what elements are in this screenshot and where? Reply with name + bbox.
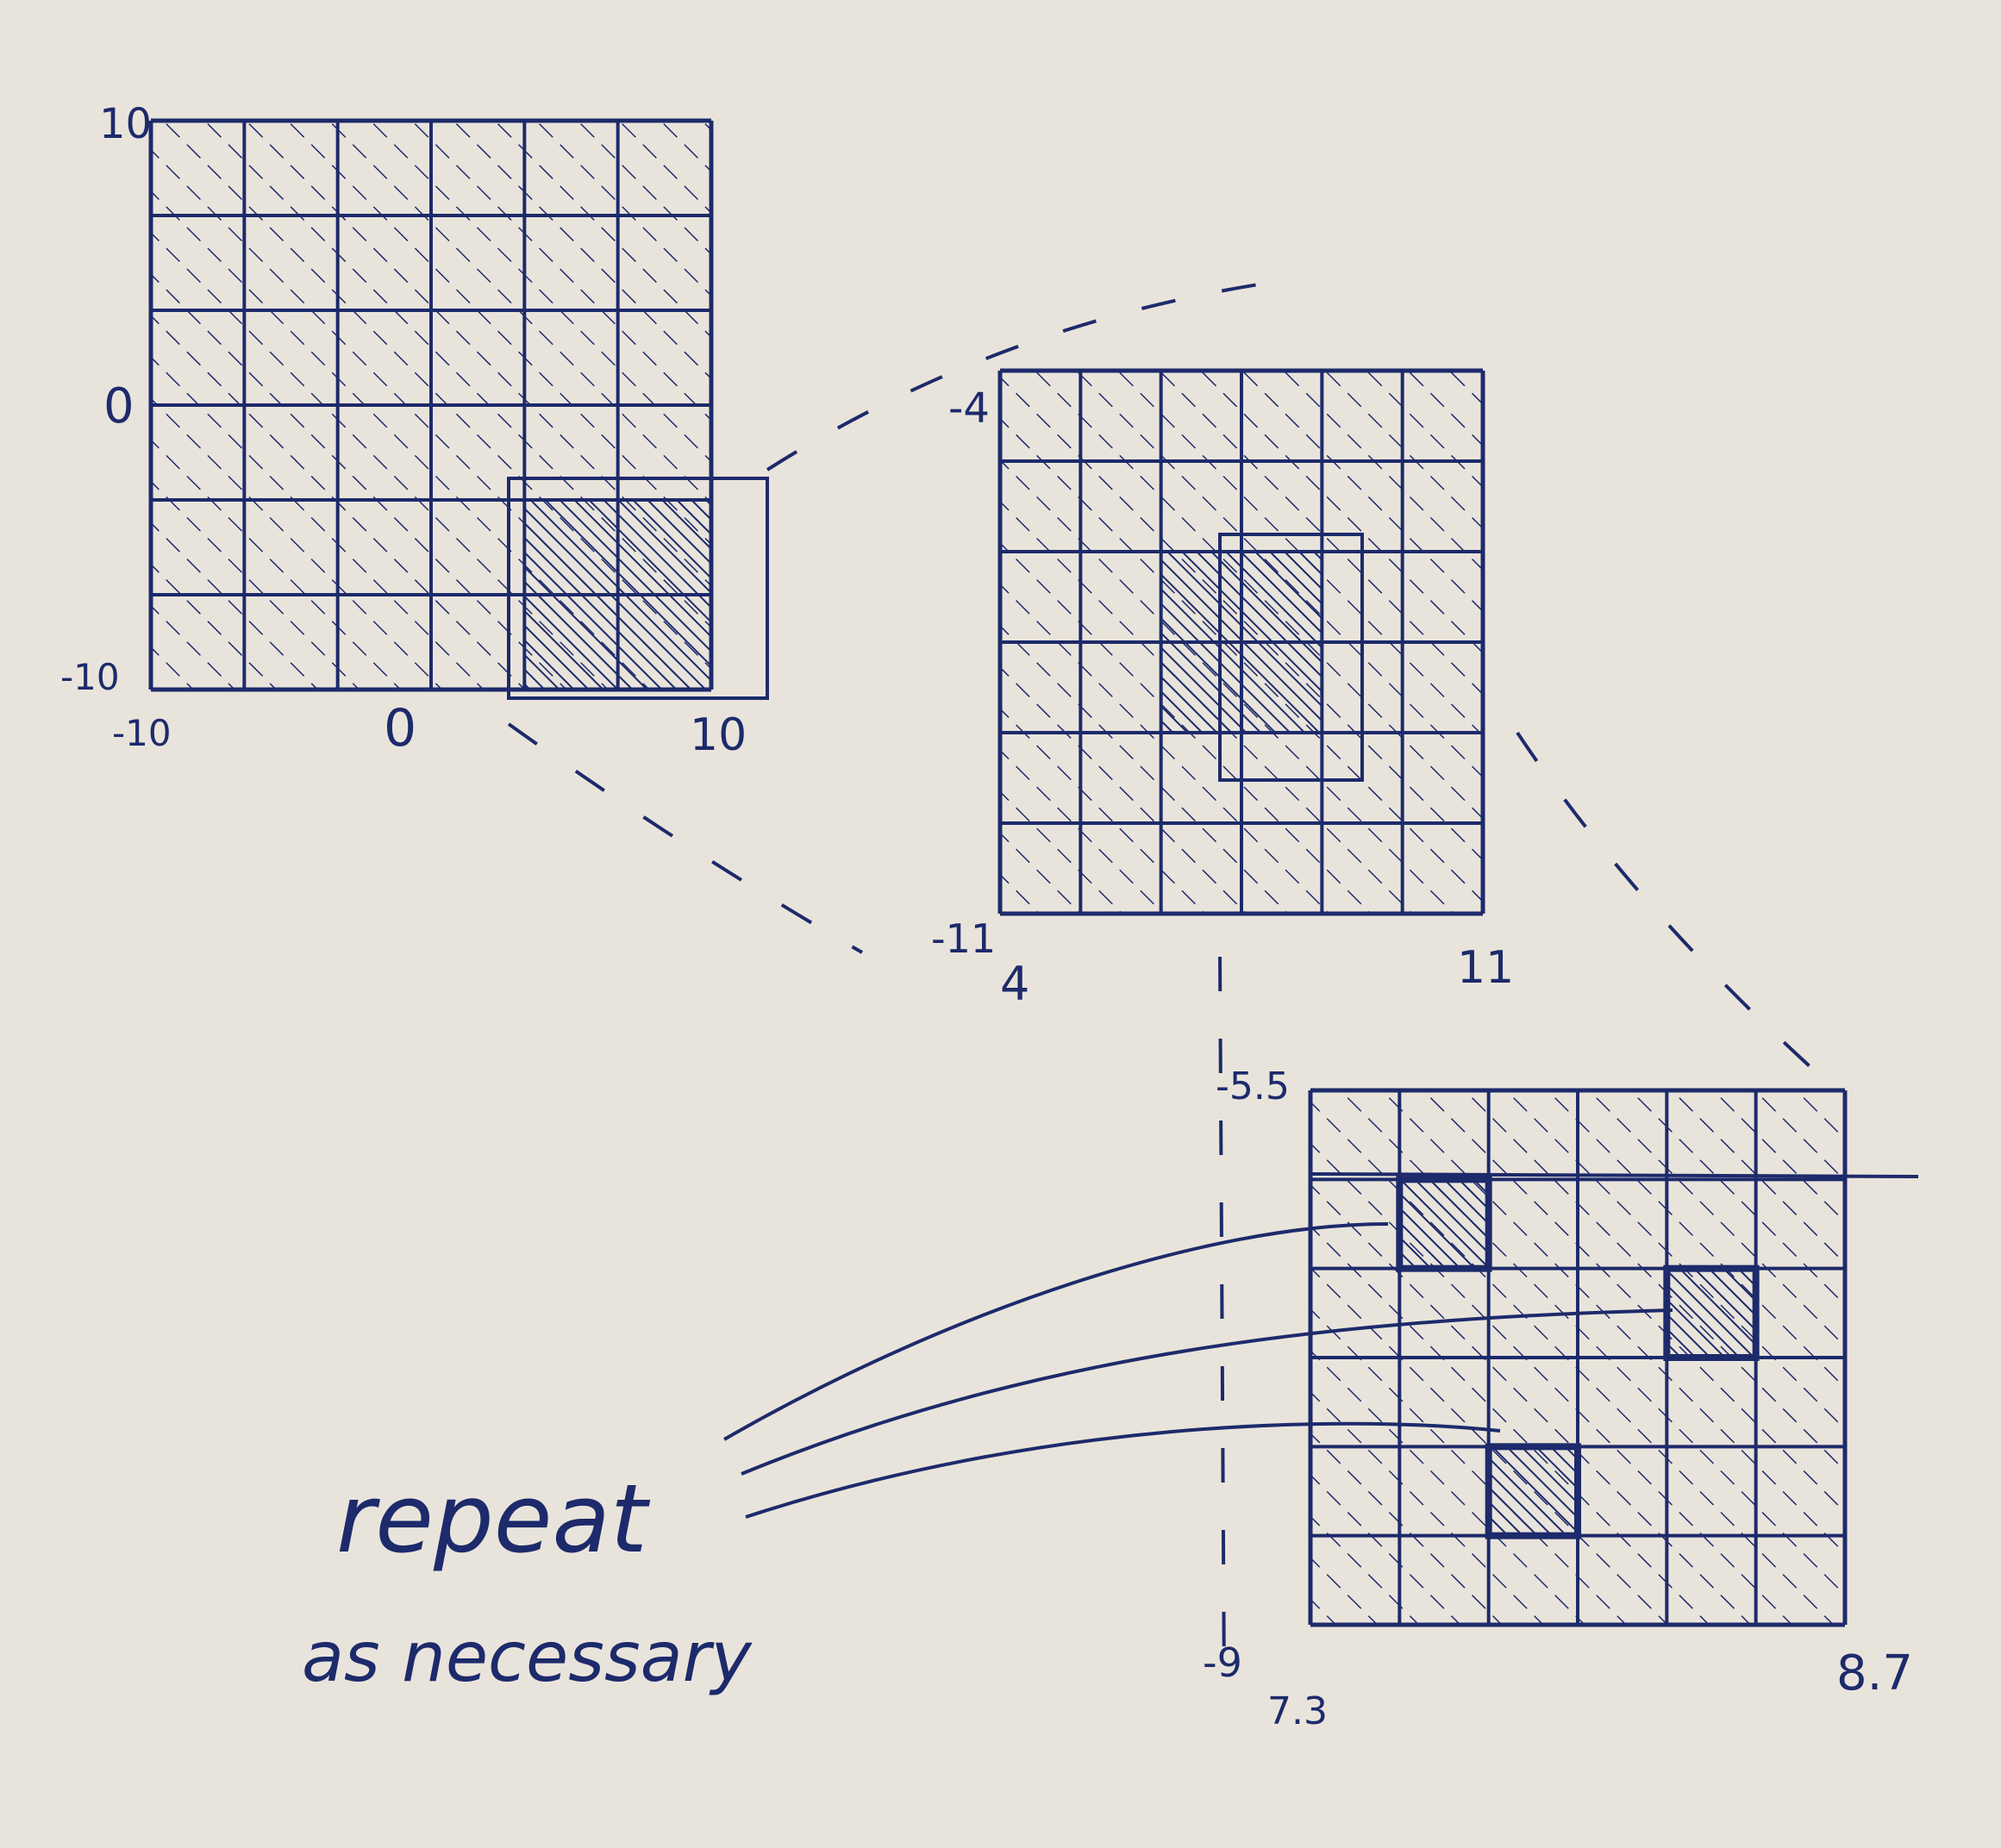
- grid-2-zoom-box: [1218, 533, 1364, 782]
- grid-2: -4 -11 4 11: [931, 368, 1514, 1011]
- grid-2-x-left-label: 4: [1000, 957, 1029, 1011]
- highlighted-cell: [524, 595, 618, 690]
- grid-3-x-left-label: 7.3: [1267, 1689, 1328, 1733]
- grid-3-lines: [1308, 1088, 1848, 1627]
- grid-3-x-right-label: 8.7: [1836, 1645, 1913, 1701]
- highlighted-cell: [1160, 552, 1241, 642]
- grid-3-highlight-cells: [1396, 1176, 1760, 1539]
- highlighted-cell: [1160, 642, 1241, 733]
- grid-1-zoom-box: [507, 477, 769, 700]
- highlighted-cell: [1241, 642, 1323, 733]
- grid-3-y-top-label: -5.5: [1216, 1064, 1290, 1108]
- highlighted-cell: [1485, 1443, 1581, 1539]
- highlighted-cell: [1241, 552, 1323, 642]
- grid-2-y-bottom-label: -11: [931, 915, 996, 962]
- grid-1-lines: [148, 118, 714, 692]
- grid-1-x-right-label: 10: [690, 709, 747, 761]
- grid-1-y-mid-label: 0: [103, 378, 134, 434]
- grid-3: -5.5 -9 7.3 8.7: [1203, 1064, 1919, 1733]
- grid-2-highlight-cells: [1160, 552, 1323, 733]
- grid-2-lines: [997, 368, 1485, 916]
- grid-2-y-top-label: -4: [948, 384, 990, 433]
- highlighted-cell: [1663, 1264, 1760, 1361]
- highlighted-cell: [1396, 1176, 1492, 1272]
- highlighted-cell: [524, 500, 618, 595]
- grid-1-y-top-label: 10: [99, 100, 152, 148]
- grid-3-x-axis-arrow: [1310, 1172, 1919, 1178]
- grid-1: 10 0 -10 -10 0 10: [60, 100, 769, 761]
- grid-1-x-mid-label: 0: [384, 698, 416, 759]
- note-as-necessary: as necessary: [302, 1617, 754, 1697]
- highlighted-cell: [617, 500, 711, 595]
- note-repeat: repeat: [336, 1464, 651, 1574]
- zoom-connectors: [507, 283, 1838, 1690]
- pointer-lines: [723, 1222, 1673, 1519]
- grid-3-y-bottom-label: -9: [1203, 1639, 1242, 1686]
- grid-2-x-right-label: 11: [1457, 942, 1514, 994]
- grid-1-y-bottom-label: -10: [60, 656, 120, 698]
- grid-1-highlight-cells: [524, 500, 711, 690]
- highlighted-cell: [617, 595, 711, 690]
- grid-1-x-left-label: -10: [112, 712, 172, 754]
